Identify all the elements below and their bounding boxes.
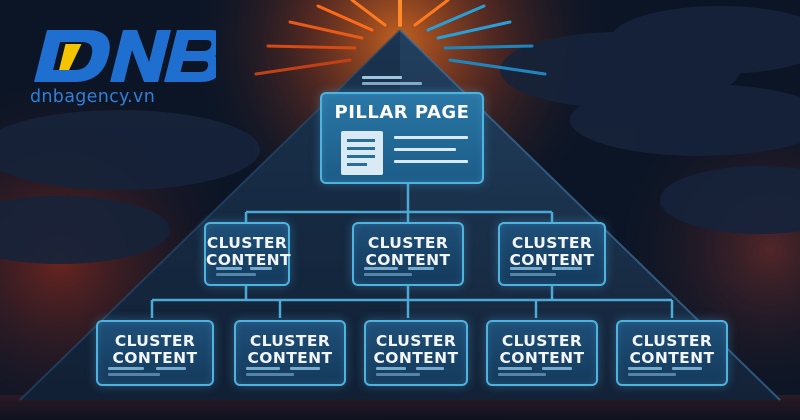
light-rays (254, 0, 547, 76)
cluster-label-line1: CLUSTER (367, 234, 449, 252)
cluster-label-line1: CLUSTER (114, 332, 196, 350)
dnb-logo-mark (34, 30, 216, 82)
cluster-text-lines (498, 367, 586, 376)
cluster-text-lines (364, 267, 452, 276)
pillar-text-line (394, 148, 456, 151)
cluster-label-line2: CONTENT (373, 349, 459, 367)
cluster-card: CLUSTER CONTENT (364, 320, 468, 386)
cluster-label-line1: CLUSTER (501, 332, 583, 350)
connector-lines (150, 184, 674, 318)
pillar-page-card: PILLAR PAGE (320, 76, 484, 184)
cluster-card: CLUSTER CONTENT (204, 222, 292, 286)
logo-domain-text: dnbagency.vn (30, 87, 156, 107)
dnb-logo: dnbagency.vn (26, 26, 216, 121)
cluster-text-lines (108, 367, 202, 376)
cluster-card: CLUSTER CONTENT (498, 222, 606, 286)
cluster-label-line2: CONTENT (365, 251, 451, 269)
pillar-page-title: PILLAR PAGE (334, 102, 470, 123)
cluster-card: CLUSTER CONTENT (486, 320, 598, 386)
cluster-label-line1: CLUSTER (511, 234, 593, 252)
document-icon (341, 131, 383, 175)
cluster-label-line2: CONTENT (509, 251, 595, 269)
cluster-card: CLUSTER CONTENT (234, 320, 346, 386)
cluster-text-lines (216, 267, 278, 276)
cloud-shapes (0, 6, 800, 264)
cluster-text-lines (246, 367, 334, 376)
cluster-label-line1: CLUSTER (375, 332, 457, 350)
cluster-text-lines (628, 367, 716, 376)
pillar-text-line (394, 136, 468, 139)
cluster-label-line1: CLUSTER (249, 332, 331, 350)
cluster-text-lines (376, 367, 456, 376)
cluster-label-line1: CLUSTER (206, 234, 288, 252)
cluster-label-line2: CONTENT (499, 349, 585, 367)
pillar-text-line (394, 160, 468, 163)
cluster-label-line2: CONTENT (112, 349, 198, 367)
cluster-label-line2: CONTENT (629, 349, 715, 367)
cluster-card: CLUSTER CONTENT (616, 320, 728, 386)
pillar-header-line (362, 82, 422, 85)
cluster-label-line2: CONTENT (247, 349, 333, 367)
cluster-label-line1: CLUSTER (631, 332, 713, 350)
cluster-card: CLUSTER CONTENT (96, 320, 214, 386)
pillar-header-line (362, 76, 402, 79)
cluster-text-lines (510, 267, 594, 276)
cluster-label-line2: CONTENT (206, 251, 292, 269)
cluster-card: CLUSTER CONTENT (352, 222, 464, 286)
